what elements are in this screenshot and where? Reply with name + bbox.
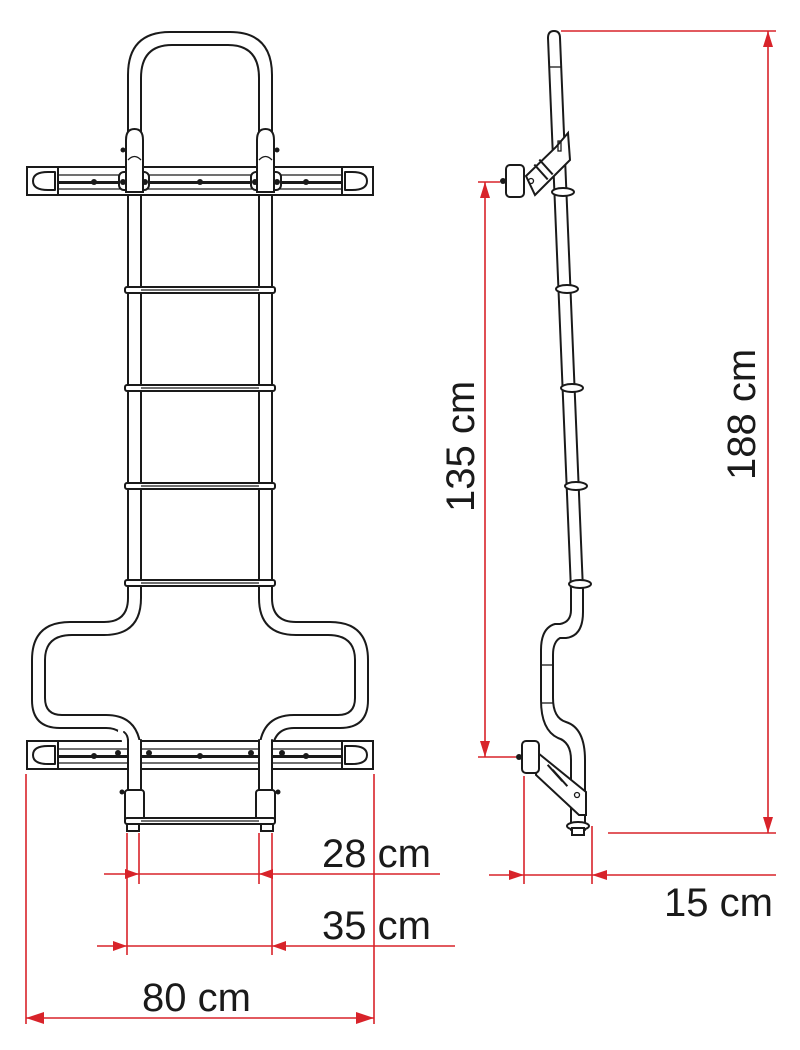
upper-bracket: [500, 130, 572, 198]
bottom-step: [119, 789, 281, 832]
dimension-80cm: 80 cm: [25, 774, 375, 1024]
side-tube: [540, 30, 592, 836]
dimension-28cm: 28 cm: [104, 832, 440, 884]
lower-hoop: [31, 585, 369, 791]
bottom-mounting-bar: [26, 730, 374, 795]
dimension-188cm: 188 cm: [561, 30, 776, 834]
dimension-label-80: 80 cm: [142, 976, 251, 1020]
dimension-label-135: 135 cm: [439, 381, 483, 512]
dimension-label-15: 15 cm: [664, 881, 773, 925]
dimension-15cm: 15 cm: [489, 776, 776, 925]
dimension-135cm: 135 cm: [439, 181, 516, 758]
front-view: [26, 31, 374, 832]
dimension-label-28: 28 cm: [322, 832, 431, 876]
rung-3: [124, 482, 276, 490]
lower-bracket: [516, 740, 587, 816]
rungs: [124, 286, 276, 587]
rung-1: [124, 286, 276, 294]
dimension-35cm: 35 cm: [97, 833, 455, 955]
top-mounting-bar: [26, 127, 374, 196]
dimension-label-188: 188 cm: [720, 349, 764, 480]
dimension-label-35: 35 cm: [322, 904, 431, 948]
rung-2: [124, 384, 276, 392]
side-view: [500, 30, 592, 836]
dimension-lines: 28 cm 35 cm 80 cm 135 cm: [25, 30, 776, 1024]
top-handle: [127, 31, 273, 136]
rung-4: [124, 579, 276, 587]
